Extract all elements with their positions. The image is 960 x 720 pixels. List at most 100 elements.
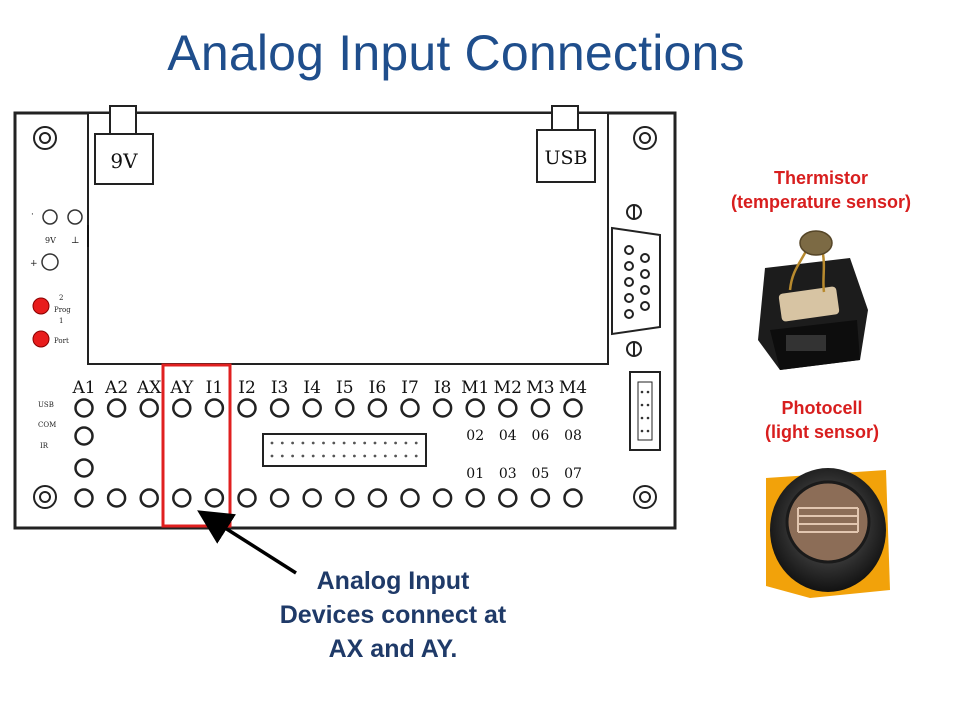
input-label-i5: I5 [336, 378, 354, 398]
connector-left-1 [74, 426, 94, 446]
connector-bottom-4 [172, 488, 192, 508]
connector-bottom-11 [400, 488, 420, 508]
thermistor-label: Thermistor (temperature sensor) [690, 166, 952, 214]
connector-top-5 [204, 398, 225, 418]
connector-bottom-10 [367, 488, 388, 508]
ribbon-pin [311, 454, 315, 458]
ribbon-pin [270, 454, 274, 458]
connector-bottom-6 [237, 488, 257, 508]
connector-bottom-14 [498, 488, 518, 508]
ribbon-pin [414, 441, 418, 445]
prog-1-label: 1 [59, 317, 63, 325]
input-label-i1: I1 [206, 378, 224, 398]
connector-top-16 [563, 398, 583, 418]
motor-upper-labels: 02 04 06 08 [466, 428, 582, 444]
motor-label-02: 02 [466, 428, 484, 444]
input-label-i3: I3 [271, 378, 289, 398]
usb-connector-label: USB [545, 147, 588, 169]
motor-label-04: 04 [499, 428, 517, 444]
port-label: Port [54, 337, 69, 345]
motor-label-08: 08 [564, 428, 582, 444]
slide-title: Analog Input Connections [167, 25, 745, 81]
input-label-ax: AX [136, 378, 162, 398]
connector-bottom-15 [530, 488, 551, 508]
photocell-label: Photocell (light sensor) [730, 396, 914, 444]
connector-top-4 [172, 398, 192, 418]
motor-label-06: 06 [531, 428, 549, 444]
connector-bottom-7 [269, 488, 290, 508]
ribbon-pin [404, 454, 408, 458]
ribbon-pin [404, 441, 408, 445]
connector-bottom-12 [432, 488, 453, 508]
connector-top-9 [335, 398, 355, 418]
connector-top-2 [106, 398, 127, 418]
side-header-pins [640, 390, 650, 433]
power-jack-label: 9V [110, 149, 138, 173]
battery-9v-label: 9V [45, 236, 56, 245]
ax-ay-highlight-box [161, 363, 232, 528]
usb-side-label: USB [38, 401, 54, 409]
ribbon-pin [270, 441, 274, 445]
side-header [629, 371, 661, 451]
battery-minus-label: ⊥ [71, 236, 79, 246]
prog-label: Prog [54, 306, 71, 314]
ribbon-pin [291, 454, 294, 458]
battery-terminals [41, 209, 89, 271]
ribbon-pin [301, 441, 305, 445]
ribbon-pin [373, 454, 377, 458]
prog-2-label: 2 [59, 294, 63, 302]
prog-led-top [32, 297, 50, 315]
connector-top-3 [139, 398, 159, 418]
connector-top-11 [400, 398, 420, 418]
photocell-label-line2: (light sensor) [764, 422, 879, 442]
ribbon-pin [280, 441, 284, 445]
connector-top-6 [237, 398, 257, 418]
com-side-label: COM [38, 421, 56, 429]
ribbon-pin [301, 454, 305, 458]
motor-label-01: 01 [466, 466, 484, 482]
connector-top-10 [367, 398, 388, 418]
connector-bottom-16 [563, 488, 583, 508]
ribbon-pin [280, 454, 284, 458]
connector-top-8 [302, 398, 322, 418]
display-panel [87, 112, 609, 365]
ribbon-pin [311, 441, 315, 445]
motor-label-07: 07 [564, 466, 582, 482]
ribbon-pin [322, 454, 325, 458]
callout-line2: Devices connect at [279, 601, 507, 629]
ribbon-pin [394, 441, 397, 445]
motor-label-03: 03 [499, 466, 517, 482]
thermistor-label-line2: (temperature sensor) [730, 192, 912, 212]
battery-dot-mark: · [31, 210, 34, 220]
connector-top-12 [432, 398, 453, 418]
connector-bottom-8 [302, 488, 322, 508]
connector-top-13 [465, 398, 485, 418]
connector-bottom-1 [74, 488, 94, 508]
callout-line1: Analog Input [316, 567, 470, 595]
connectors [74, 398, 583, 508]
connector-bottom-13 [465, 488, 485, 508]
ribbon-pin [383, 454, 387, 458]
usb-connector: USB [536, 105, 596, 183]
connector-bottom-2 [106, 488, 127, 508]
connector-bottom-5 [204, 488, 225, 508]
photocell-image [766, 468, 890, 598]
input-label-ay: AY [169, 378, 194, 398]
thermistor-image [758, 230, 868, 370]
connector-top-14 [498, 398, 518, 418]
input-label-i7: I7 [401, 378, 419, 398]
ribbon-header [262, 433, 427, 467]
ribbon-pin [383, 441, 387, 445]
input-label-i2: I2 [238, 378, 256, 398]
callout-arrow [197, 510, 297, 575]
input-label-i4: I4 [303, 378, 321, 398]
ribbon-pin [332, 454, 336, 458]
ribbon-pin [342, 454, 346, 458]
ribbon-pin [394, 454, 397, 458]
power-jack: 9V [94, 105, 154, 185]
connector-bottom-3 [139, 488, 159, 508]
connector-top-7 [269, 398, 290, 418]
